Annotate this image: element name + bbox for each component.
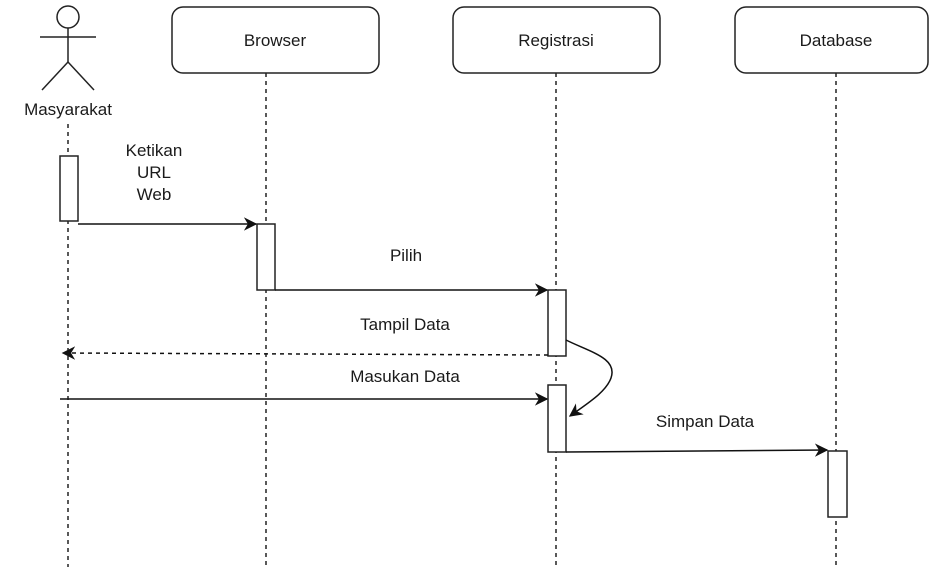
participant-label: Database — [800, 31, 873, 50]
message-simpan-data: Simpan Data — [565, 412, 829, 457]
message-arrow — [565, 443, 829, 457]
message-label: Pilih — [390, 246, 422, 265]
message-label: Tampil Data — [360, 315, 450, 334]
message-tampil-data: Tampil Data — [61, 315, 549, 360]
activation-database — [827, 450, 848, 518]
participant-database: Database — [734, 6, 929, 74]
activation-registrasi-1 — [547, 289, 567, 357]
message-label: Simpan Data — [656, 412, 755, 431]
participant-label: Browser — [244, 31, 307, 50]
message-pilih: Pilih — [275, 246, 549, 297]
actor-leg-left — [41, 61, 69, 91]
participant-box — [734, 6, 929, 74]
actor-head — [56, 5, 80, 29]
participant-label: Registrasi — [518, 31, 594, 50]
activation-registrasi-2 — [547, 384, 567, 453]
participant-browser: Browser — [171, 6, 380, 74]
message-label-line: Ketikan — [126, 141, 183, 160]
message-masukan-data: Masukan Data — [60, 367, 549, 406]
message-arrow — [61, 346, 549, 360]
actor-label: Masyarakat — [24, 100, 112, 119]
message-label: Masukan Data — [350, 367, 460, 386]
activation-browser — [256, 223, 276, 291]
message-label-line: URL — [137, 163, 171, 182]
message-label-line: Web — [137, 185, 172, 204]
participant-box — [171, 6, 380, 74]
actor-leg-right — [67, 61, 95, 91]
message-ketikan-url-web: Ketikan URL Web — [78, 141, 258, 231]
participant-registrasi: Registrasi — [452, 6, 661, 74]
actor-masyarakat: Masyarakat — [24, 5, 112, 119]
self-message-arrow — [565, 339, 613, 417]
activation-masyarakat — [59, 155, 79, 222]
